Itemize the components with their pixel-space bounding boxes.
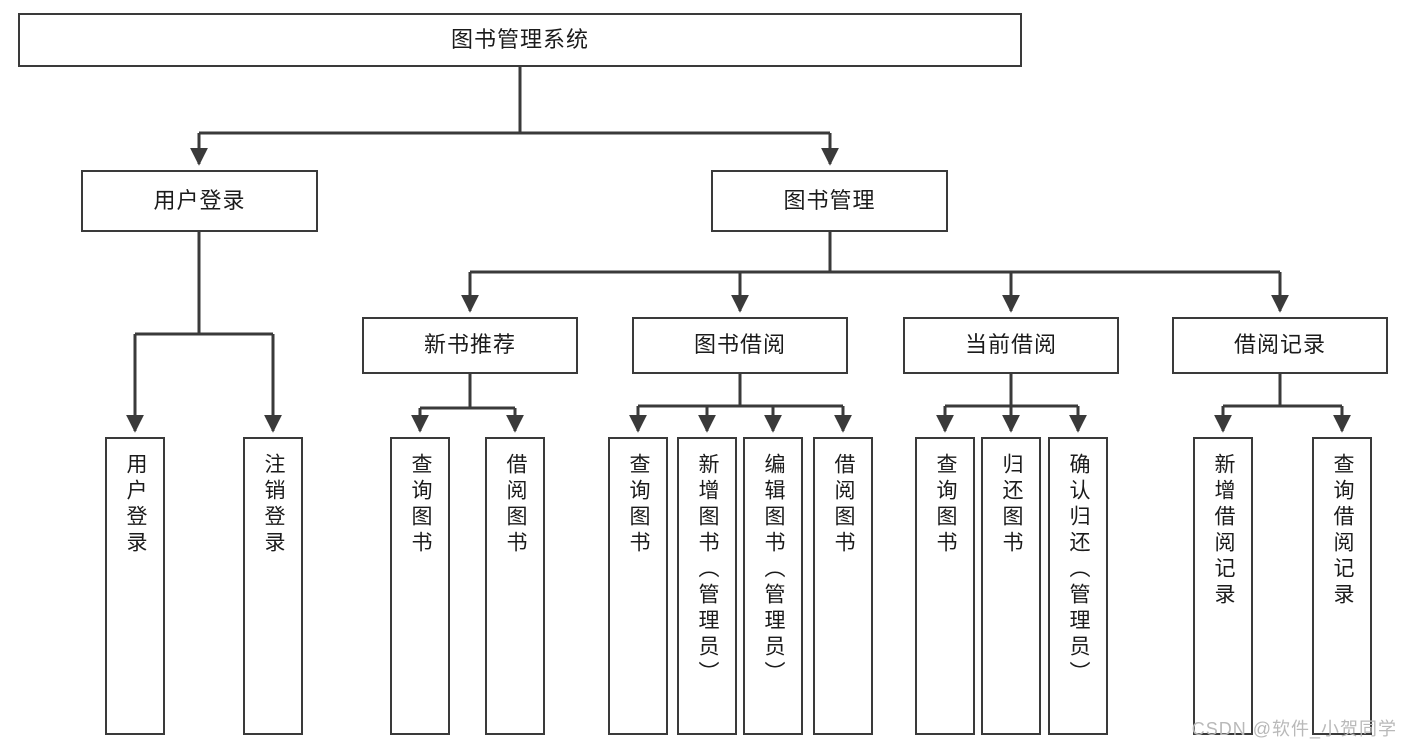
node-current-borrow[interactable]: 当前借阅 [903,317,1119,374]
node-leaf-confirm-return-admin[interactable]: 确认归还（管理员） [1048,437,1108,735]
node-leaf-query-book-current[interactable]: 查询图书 [915,437,975,735]
node-leaf-borrow-book[interactable]: 借阅图书 [813,437,873,735]
node-user-login-label: 用户登录 [153,187,246,213]
node-leaf-user-login[interactable]: 用户登录 [105,437,165,735]
node-leaf-logout[interactable]: 注销登录 [243,437,303,735]
node-leaf-confirm-return-admin-label: 确认归还（管理员） [1067,453,1091,687]
node-leaf-logout-label: 注销登录 [262,453,286,557]
node-borrow-record-label: 借阅记录 [1233,332,1326,358]
node-leaf-borrow-book-rec-label: 借阅图书 [504,453,528,557]
node-leaf-return-book[interactable]: 归还图书 [981,437,1041,735]
node-borrow-record[interactable]: 借阅记录 [1172,317,1388,374]
node-current-borrow-label: 当前借阅 [964,332,1057,358]
node-leaf-query-book-rec[interactable]: 查询图书 [390,437,450,735]
node-leaf-add-borrow-record-label: 新增借阅记录 [1212,453,1236,609]
node-root-label: 图书管理系统 [450,26,589,52]
node-leaf-query-book-current-label: 查询图书 [934,453,958,557]
node-leaf-borrow-book-label: 借阅图书 [832,453,856,557]
node-leaf-query-borrow-record-label: 查询借阅记录 [1331,453,1355,609]
node-leaf-add-borrow-record[interactable]: 新增借阅记录 [1193,437,1253,735]
node-book-borrow-label: 图书借阅 [693,332,786,358]
node-book-borrow[interactable]: 图书借阅 [632,317,848,374]
node-leaf-query-borrow-record[interactable]: 查询借阅记录 [1312,437,1372,735]
node-leaf-borrow-book-rec[interactable]: 借阅图书 [485,437,545,735]
node-leaf-query-book-borrow[interactable]: 查询图书 [608,437,668,735]
node-new-book-rec-label: 新书推荐 [423,332,516,358]
node-leaf-add-book-admin[interactable]: 新增图书（管理员） [677,437,737,735]
node-book-manage-label: 图书管理 [783,187,876,213]
node-leaf-user-login-label: 用户登录 [124,453,148,557]
node-leaf-edit-book-admin-label: 编辑图书（管理员） [762,453,786,687]
node-user-login[interactable]: 用户登录 [81,170,318,232]
node-leaf-query-book-borrow-label: 查询图书 [627,453,651,557]
node-leaf-edit-book-admin[interactable]: 编辑图书（管理员） [743,437,803,735]
node-leaf-query-book-rec-label: 查询图书 [409,453,433,557]
node-leaf-add-book-admin-label: 新增图书（管理员） [696,453,720,687]
node-book-manage[interactable]: 图书管理 [711,170,948,232]
node-leaf-return-book-label: 归还图书 [1000,453,1024,557]
node-new-book-rec[interactable]: 新书推荐 [362,317,578,374]
node-root[interactable]: 图书管理系统 [18,13,1022,67]
